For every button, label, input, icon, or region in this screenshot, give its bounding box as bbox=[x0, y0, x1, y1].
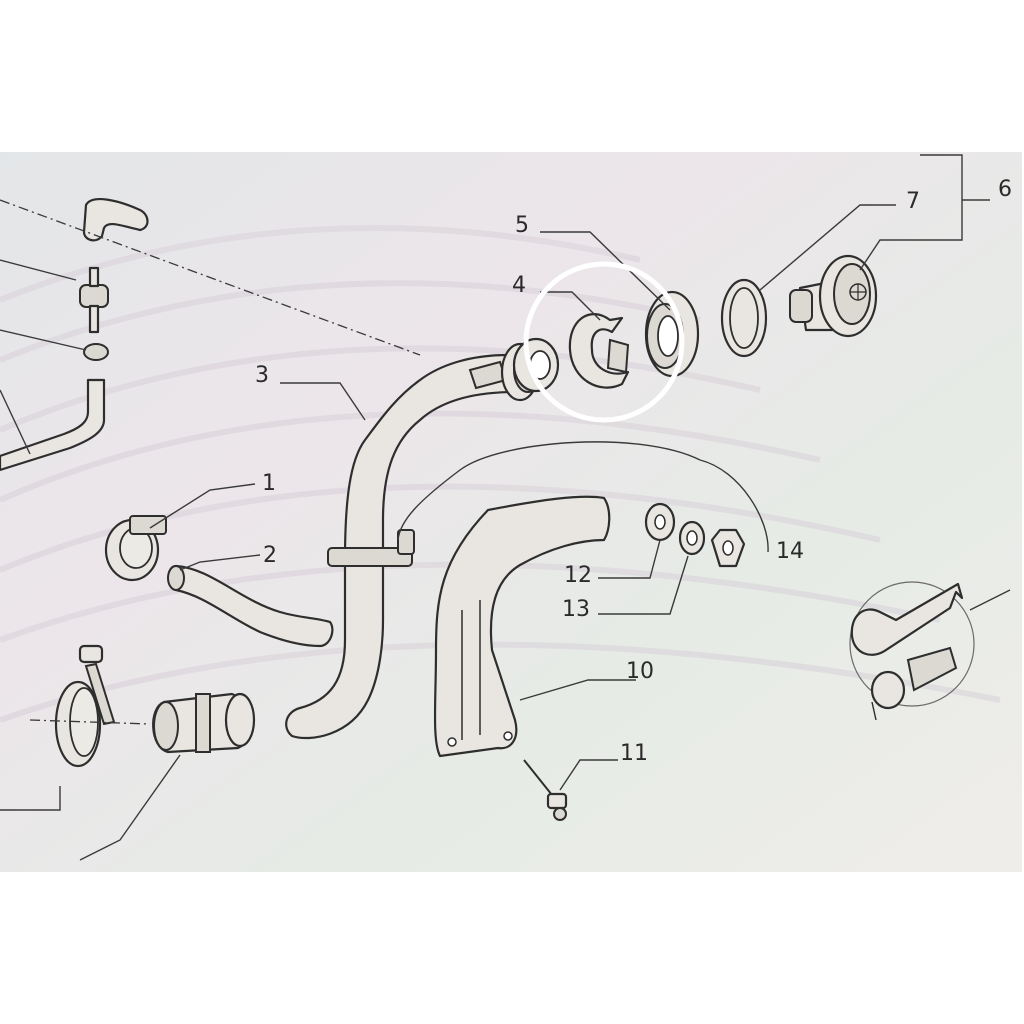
connector-tube bbox=[152, 692, 256, 754]
callout-3: 3 bbox=[255, 363, 269, 388]
callout-4: 4 bbox=[512, 273, 526, 298]
c-clip-part-4 bbox=[568, 313, 630, 389]
callout-5: 5 bbox=[515, 213, 529, 238]
callout-11: 11 bbox=[620, 741, 648, 766]
callout-13: 13 bbox=[562, 597, 590, 622]
pipe-bracket bbox=[327, 547, 413, 567]
hose-part-2 bbox=[167, 564, 334, 648]
callout-12: 12 bbox=[564, 563, 592, 588]
seal-ring-part-5 bbox=[644, 290, 700, 378]
screw-clamp bbox=[54, 644, 116, 768]
washer-part-12 bbox=[644, 502, 676, 542]
key-and-lock-set bbox=[849, 581, 975, 721]
highlight-circle bbox=[523, 261, 685, 423]
callout-labels: 1 2 3 4 5 6 7 10 11 12 13 14 bbox=[255, 177, 1012, 766]
callout-14: 14 bbox=[776, 539, 804, 564]
callout-2: 2 bbox=[263, 543, 277, 568]
vent-hose-parts bbox=[0, 198, 149, 472]
lock-washer-part-13 bbox=[678, 520, 706, 556]
fuel-cap-part-6 bbox=[789, 254, 878, 338]
callout-10: 10 bbox=[626, 659, 654, 684]
callout-6: 6 bbox=[998, 177, 1012, 202]
callout-7: 7 bbox=[906, 189, 920, 214]
hose-clamp-part-1 bbox=[104, 515, 167, 582]
gasket-part-7 bbox=[720, 278, 768, 358]
callout-1: 1 bbox=[262, 471, 276, 496]
cover-part-10 bbox=[433, 495, 611, 758]
leader-lines bbox=[0, 154, 1011, 861]
nut-part-14 bbox=[710, 528, 746, 568]
center-lines bbox=[0, 199, 421, 725]
screw-part-11 bbox=[523, 759, 568, 821]
